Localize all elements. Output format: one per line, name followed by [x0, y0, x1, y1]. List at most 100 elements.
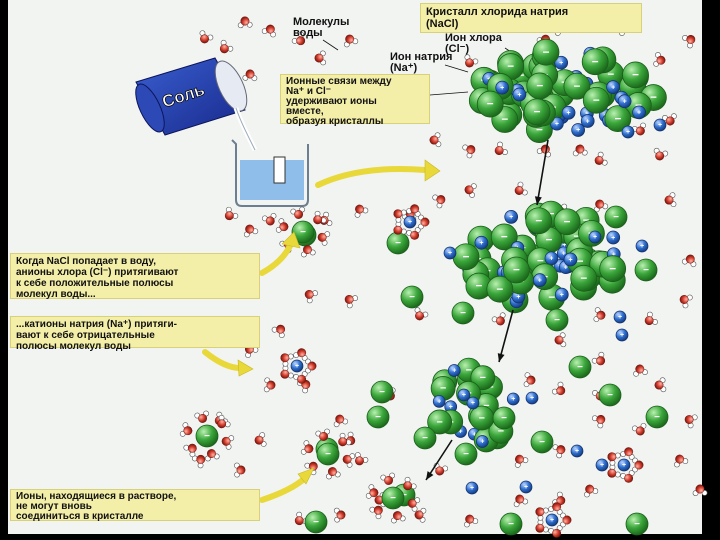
- chloride-minus-sign: −: [517, 69, 524, 82]
- chloride-minus-sign: −: [613, 212, 619, 223]
- water-molecule: [205, 449, 220, 462]
- chloride-minus-sign: −: [479, 412, 485, 424]
- sodium-ion: [495, 80, 510, 95]
- sodium-ion: [554, 287, 569, 302]
- sodium-ion: [595, 458, 609, 472]
- chloride-ion: [486, 275, 514, 303]
- water-molecule: [653, 147, 669, 161]
- chloride-ion: [622, 61, 649, 89]
- chloride-ion: [598, 383, 622, 407]
- chloride-ion: [470, 365, 496, 391]
- sodium-plus-sign: +: [586, 118, 590, 125]
- chloride-ion: [568, 355, 592, 379]
- chloride-minus-sign: −: [643, 265, 649, 276]
- chloride-minus-sign: −: [564, 215, 571, 228]
- sodium-plus-sign: +: [449, 404, 453, 411]
- sodium-plus-sign: +: [623, 99, 627, 106]
- water-molecule: [343, 34, 359, 48]
- water-molecule: [548, 525, 563, 538]
- chloride-ion: [625, 512, 649, 536]
- sodium-ion: [563, 252, 578, 267]
- chloride-minus-sign: −: [554, 315, 560, 326]
- sodium-plus-sign: +: [524, 484, 528, 491]
- water-molecule: [620, 470, 635, 483]
- chloride-minus-sign: −: [466, 364, 472, 376]
- chloride-ion: [195, 424, 219, 448]
- sodium-plus-sign: +: [568, 257, 572, 264]
- chloride-ion: [604, 205, 628, 229]
- sodium-ion: [615, 328, 629, 342]
- water-molecule: [280, 365, 294, 379]
- chloride-minus-sign: −: [535, 214, 542, 227]
- chloride-ion: [530, 430, 554, 454]
- chloride-minus-sign: −: [508, 519, 514, 530]
- water-molecule: [254, 432, 267, 447]
- water-molecule: [620, 447, 635, 460]
- chloride-ion: [563, 72, 591, 100]
- water-molecule: [535, 519, 549, 533]
- process-arrow-head: [426, 471, 434, 480]
- sodium-plus-sign: +: [600, 462, 604, 469]
- sodium-plus-sign: +: [585, 111, 589, 118]
- sodium-ion: [561, 105, 576, 120]
- sodium-plus-sign: +: [471, 400, 475, 407]
- salt-can-bottom: [135, 83, 165, 133]
- leader-ionic-bonds: [429, 91, 469, 96]
- chloride-minus-sign: −: [204, 431, 210, 442]
- chloride-minus-sign: −: [498, 426, 504, 438]
- sodium-plus-sign: +: [480, 439, 484, 446]
- water-molecule: [393, 221, 407, 235]
- sodium-plus-sign: +: [516, 294, 520, 301]
- water-molecule: [293, 371, 308, 384]
- chloride-minus-sign: −: [513, 264, 520, 277]
- chloride-ion: [525, 207, 553, 235]
- chloride-minus-sign: −: [436, 416, 442, 428]
- water-molecule: [684, 414, 698, 429]
- note-chlorine-attraction: Когда NaCl попадает в воду, анионы хлора…: [10, 253, 260, 300]
- beaker-glass: [231, 139, 309, 207]
- chloride-ion: [604, 105, 632, 133]
- chloride-ion: [400, 285, 424, 309]
- sodium-ion: [443, 246, 457, 260]
- water-molecule: [513, 494, 529, 508]
- sodium-plus-sign: +: [567, 110, 571, 117]
- note-sodium-attraction: ...катионы натрия (Na⁺) притяги- вают к …: [10, 316, 260, 352]
- sodium-plus-sign: +: [437, 399, 441, 406]
- sodium-ion: [447, 364, 461, 377]
- yellow-arrow-head: [237, 359, 254, 377]
- sodium-ion: [632, 105, 646, 120]
- water-molecule: [317, 231, 331, 246]
- label-sodium-ion: Ион натрия (Na⁺): [390, 51, 453, 74]
- chloride-minus-sign: −: [460, 308, 466, 319]
- sodium-ion: [617, 94, 632, 109]
- sodium-plus-sign: +: [472, 431, 476, 438]
- chloride-ion: [427, 409, 453, 435]
- chloride-minus-sign: −: [487, 98, 494, 111]
- sodium-ion: [606, 80, 620, 95]
- chloride-minus-sign: −: [325, 449, 331, 460]
- sodium-plus-sign: +: [550, 517, 554, 524]
- chloride-minus-sign: −: [379, 387, 385, 398]
- water-molecule: [633, 364, 648, 377]
- left-border: [0, 0, 8, 540]
- chloride-minus-sign: −: [537, 254, 544, 267]
- chloride-minus-sign: −: [501, 113, 508, 126]
- yellow-arrow: [315, 166, 428, 188]
- chloride-minus-sign: −: [507, 60, 514, 73]
- water-molecule: [593, 307, 606, 322]
- sodium-ion: [474, 235, 489, 250]
- sodium-ion: [580, 114, 595, 128]
- water-molecule: [263, 377, 276, 393]
- water-molecule: [631, 422, 647, 436]
- water-molecule: [191, 454, 206, 469]
- chloride-ion: [582, 86, 610, 114]
- beaker-water: [240, 160, 304, 200]
- water-molecule: [535, 507, 549, 521]
- water-molecule: [179, 422, 193, 437]
- chloride-minus-sign: −: [543, 46, 550, 59]
- chloride-ion: [599, 255, 627, 283]
- water-molecule: [681, 254, 697, 268]
- chloride-minus-sign: −: [573, 80, 580, 93]
- water-molecule: [552, 444, 566, 459]
